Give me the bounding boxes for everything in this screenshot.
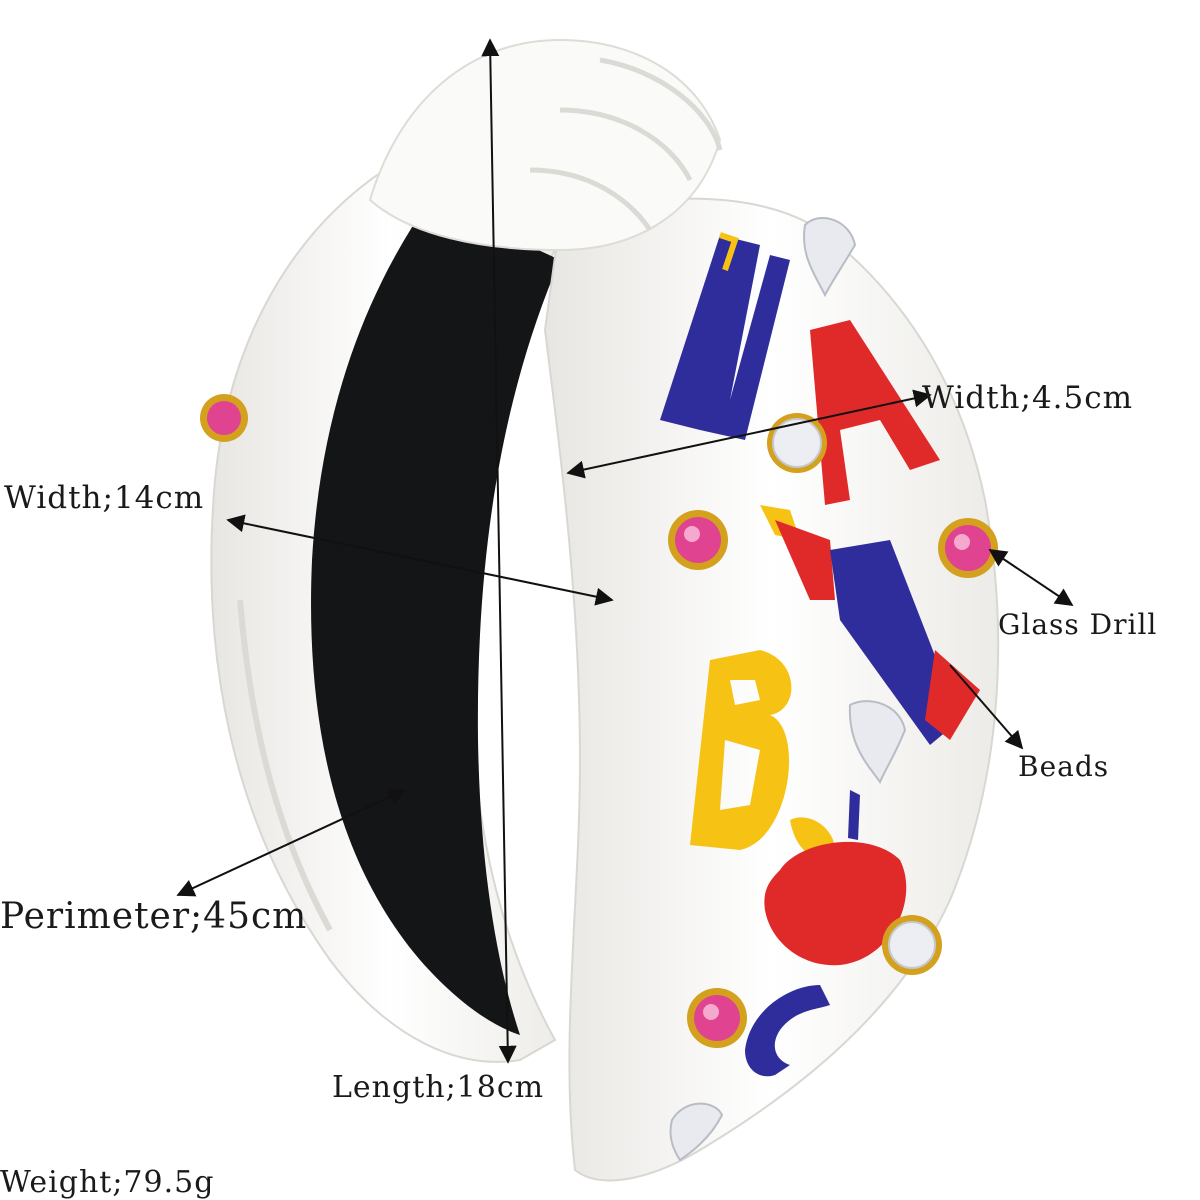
weight-label: Weight;79.5g <box>0 1165 215 1200</box>
headband-knot <box>368 38 723 252</box>
width-total-label: Width;14cm <box>4 480 205 516</box>
rhinestone-pink-back <box>200 394 248 442</box>
length-label: Length;18cm <box>332 1070 545 1105</box>
rhinestone-clear-bottom <box>669 1102 724 1162</box>
glass-drill-label: Glass Drill <box>998 608 1158 641</box>
beaded-letter-c <box>745 985 830 1077</box>
perimeter-arrow <box>176 788 407 897</box>
beads-arrow <box>949 664 1024 750</box>
rhinestone-clear-lower <box>882 915 942 975</box>
beaded-letter-m <box>660 235 790 440</box>
glass-drill-arrow <box>988 548 1074 607</box>
width-total-arrow <box>226 514 614 606</box>
rhinestone-pink-lower <box>687 988 747 1048</box>
beads-label: Beads <box>1018 750 1110 783</box>
width-band-label: Width;4.5cm <box>922 380 1134 416</box>
rhinestone-pink-left <box>668 510 728 570</box>
beaded-apple <box>764 790 907 966</box>
beaded-pencil <box>760 505 980 745</box>
rhinestone-clear-mid <box>767 413 827 473</box>
beaded-letter-b <box>690 650 792 850</box>
rhinestone-clear-top <box>803 216 857 298</box>
dimension-arrows <box>176 38 1074 1064</box>
rhinestone-clear-center <box>848 700 907 785</box>
rhinestone-pink-right <box>938 518 998 578</box>
width-band-arrow <box>566 389 932 479</box>
perimeter-label: Perimeter;45cm <box>0 896 308 937</box>
